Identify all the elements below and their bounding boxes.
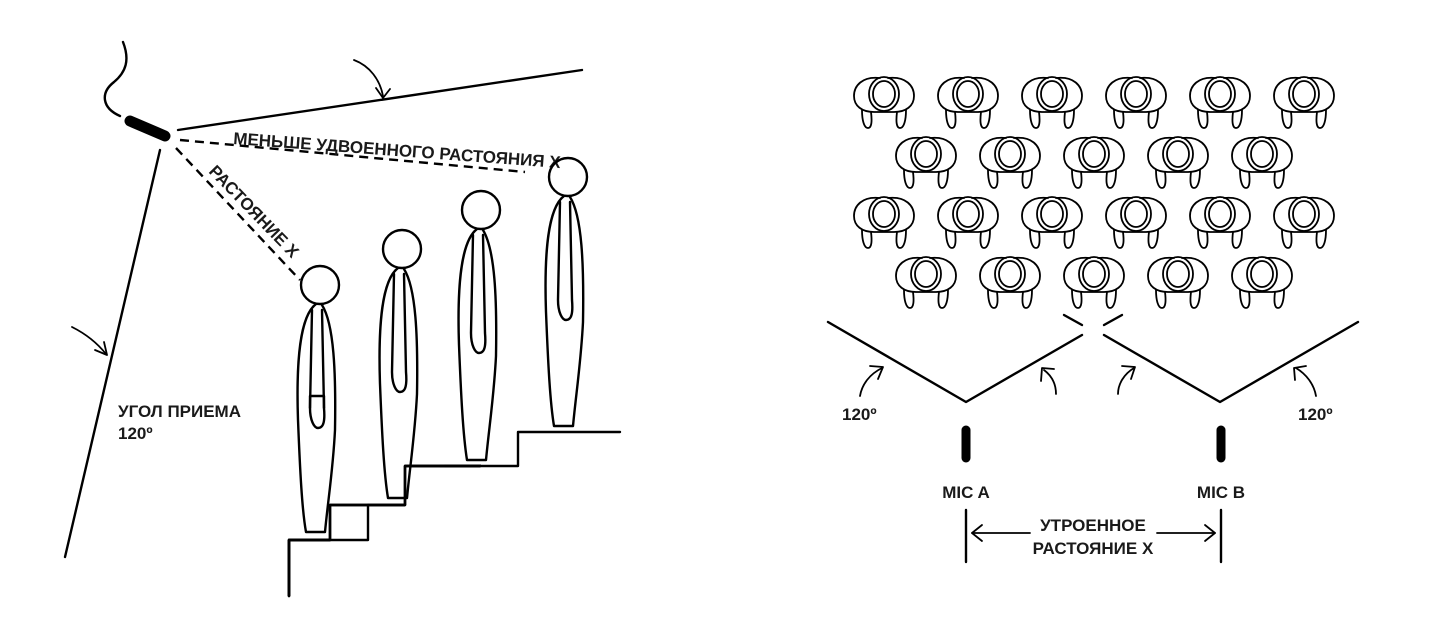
audience-person (979, 136, 1041, 189)
dimension-arrow-left (971, 524, 1031, 542)
singer-4 (544, 156, 589, 428)
staircase-steps (287, 538, 332, 598)
audience-person (1063, 256, 1125, 309)
audience-person (1147, 136, 1209, 189)
staircase-top-run (478, 430, 622, 468)
stairs-drawn (287, 464, 482, 598)
audience-person (853, 76, 915, 129)
label-distance-x: РАСТОЯНИЕ Х (205, 162, 303, 262)
audience-person (937, 76, 999, 129)
angle-arrow-lower (71, 326, 108, 356)
dimension-arrow-right (1156, 524, 1216, 542)
dashed-line-to-front-singer (175, 147, 301, 281)
label-pickup-angle-value: 120º (118, 424, 153, 443)
singer-2 (378, 228, 423, 500)
audience-person (979, 256, 1041, 309)
staircase-outline (287, 538, 332, 598)
staircase-profile (287, 538, 332, 598)
label-less-than-double-distance: МЕНЬШЕ УДВОЕННОГО РАСТОЯНИЯ Х (233, 129, 562, 172)
audience-person (895, 256, 957, 309)
audience (853, 76, 1335, 309)
triple-distance-label: УТРОЕННОЕ (1040, 516, 1146, 535)
pickup-lower-boundary (63, 148, 162, 559)
left-panel: МЕНЬШЕ УДВОЕННОГО РАСТОЯНИЯ Х РАСТОЯНИЕ … (63, 40, 622, 598)
dashed-line-to-top-singer (179, 138, 526, 174)
audience-person (1189, 196, 1251, 249)
angle-label-right: 120º (1298, 405, 1333, 424)
mic-a-pickup-pattern (826, 320, 1084, 404)
audience-person (1273, 196, 1335, 249)
audience-person (853, 196, 915, 249)
stair-full (287, 503, 370, 598)
microphone-cable (103, 40, 128, 118)
pattern-overlap-right (1102, 313, 1124, 327)
angle-arrow-a-left (859, 365, 884, 397)
singer-1 (296, 264, 341, 534)
audience-person (1231, 256, 1293, 309)
audience-person (1021, 76, 1083, 129)
staircase (287, 538, 332, 598)
audience-person (1189, 76, 1251, 129)
audience-person (1063, 136, 1125, 189)
triple-distance-label-line2: РАСТОЯНИЕ Х (1033, 539, 1154, 558)
angle-arrow-a-right (1040, 367, 1057, 395)
audience-person (895, 136, 957, 189)
audience-person (1273, 76, 1335, 129)
microphone-icon (124, 115, 171, 142)
audience-person (1105, 76, 1167, 129)
audience-person (1105, 196, 1167, 249)
angle-arrow-b-left (1117, 365, 1136, 395)
audience-person (1231, 136, 1293, 189)
angle-label-left: 120º (842, 405, 877, 424)
stair-treads (287, 538, 332, 598)
audience-person (1021, 196, 1083, 249)
label-pickup-angle: УГОЛ ПРИЕМА (118, 402, 241, 421)
audience-person (1147, 256, 1209, 309)
pickup-upper-boundary (176, 68, 584, 132)
mic-a-label: MIC A (942, 483, 990, 502)
pattern-overlap-left (1062, 313, 1084, 327)
angle-arrow-upper (353, 59, 391, 99)
mic-b-label: MIC B (1197, 483, 1245, 502)
singer-3 (457, 189, 502, 462)
audience-person (937, 196, 999, 249)
mic-b-pickup-pattern (1102, 320, 1360, 404)
angle-arrow-b-right (1293, 365, 1317, 397)
right-panel: 120º 120º MIC A MIC B УТРОЕННОЕ РАСТОЯНИ… (826, 76, 1360, 564)
